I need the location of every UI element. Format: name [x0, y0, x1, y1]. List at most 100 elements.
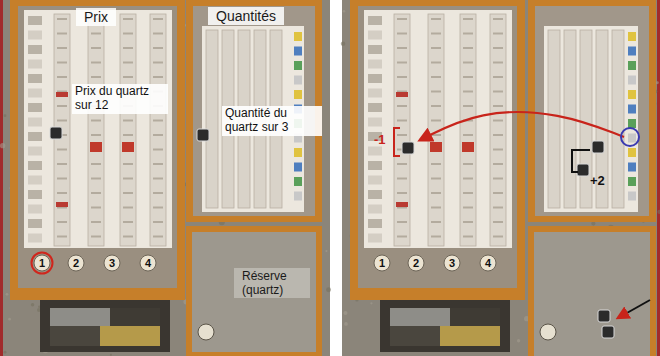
price-tick	[91, 120, 101, 122]
price-tick	[91, 33, 101, 35]
scale-cell	[368, 103, 382, 112]
price-tick	[431, 221, 441, 223]
quantity-column	[206, 30, 218, 208]
price-tick	[493, 163, 503, 165]
price-tick	[123, 221, 133, 223]
price-tick	[153, 33, 163, 35]
board-heading: Quantités	[208, 7, 284, 25]
price-tick	[153, 18, 163, 20]
price-tick	[91, 47, 101, 49]
red-square	[462, 142, 474, 152]
price-tick	[153, 47, 163, 49]
stone-speck	[370, 302, 372, 304]
reserve-frame	[186, 226, 322, 356]
scale-cell	[28, 219, 42, 228]
red-square	[90, 142, 102, 152]
tray-tile	[390, 326, 440, 346]
quantity-colour-cell	[294, 192, 302, 201]
stone-speck	[341, 41, 345, 45]
reserve-icon	[540, 324, 556, 340]
price-tick	[431, 18, 441, 20]
marker-cube	[197, 129, 209, 141]
tray-tile	[100, 326, 160, 346]
column-number: 3	[109, 257, 115, 270]
price-tick	[463, 47, 473, 49]
board-frame	[10, 0, 185, 300]
scale-cell	[368, 118, 382, 127]
quantity-colour-cell	[294, 76, 302, 85]
price-tick	[91, 178, 101, 180]
price-tick	[397, 236, 407, 238]
quantity-colour-cell	[294, 148, 302, 157]
board-frame	[350, 0, 525, 300]
number-disc	[104, 255, 120, 271]
quantity-colour-cell	[628, 76, 636, 85]
price-tick	[397, 192, 407, 194]
quantity-colour-cell	[628, 134, 636, 143]
quantity-colour-cell	[628, 177, 636, 186]
price-tick	[57, 18, 67, 20]
number-disc	[140, 255, 156, 271]
price-tick	[123, 163, 133, 165]
price-tick	[57, 105, 67, 107]
reserve-arrow	[618, 300, 650, 318]
quantity-colour-cell	[628, 148, 636, 157]
price-tick	[493, 134, 503, 136]
number-disc	[408, 255, 424, 271]
number-disc	[68, 255, 84, 271]
scale-cell	[28, 103, 42, 112]
stone-speck	[110, 354, 112, 356]
scale-cell	[28, 118, 42, 127]
price-tick	[57, 236, 67, 238]
price-tick	[493, 62, 503, 64]
price-tick	[397, 221, 407, 223]
price-tick	[57, 163, 67, 165]
price-tick	[463, 178, 473, 180]
price-tick	[153, 207, 163, 209]
stone-speck	[0, 143, 5, 148]
price-tick	[123, 207, 133, 209]
marker-cube	[50, 127, 62, 139]
stone-speck	[344, 322, 348, 326]
price-tick	[153, 62, 163, 64]
board-inner	[18, 6, 177, 288]
scale-panel	[364, 10, 512, 248]
price-tick	[91, 236, 101, 238]
price-tick	[463, 76, 473, 78]
number-disc	[374, 255, 390, 271]
price-tick	[123, 192, 133, 194]
price-tick	[153, 149, 163, 151]
scale-cell	[28, 132, 42, 141]
price-tick	[397, 47, 407, 49]
stone-ground	[0, 0, 330, 356]
price-tick	[493, 105, 503, 107]
quantity-colour-cell	[294, 32, 302, 41]
tray-tile	[390, 308, 450, 326]
edge-strip	[657, 0, 660, 356]
board-frame	[528, 0, 656, 222]
stone-speck	[4, 351, 7, 354]
price-tick	[463, 207, 473, 209]
scale-cell	[368, 74, 382, 83]
number-disc	[444, 255, 460, 271]
price-tick	[431, 47, 441, 49]
scale-cell	[368, 161, 382, 170]
scale-cell	[368, 147, 382, 156]
stone-speck	[31, 303, 34, 306]
price-tick	[397, 62, 407, 64]
price-tick	[397, 105, 407, 107]
red-square	[430, 142, 442, 152]
price-tick	[57, 47, 67, 49]
scale-cell	[28, 161, 42, 170]
price-tick	[493, 76, 503, 78]
price-tick	[431, 207, 441, 209]
scale-cell	[28, 60, 42, 69]
callout-text: Prix du quartz sur 12	[72, 84, 168, 114]
quantity-colour-cell	[294, 163, 302, 172]
price-tick	[431, 76, 441, 78]
marker-cube	[402, 142, 414, 154]
quantity-column	[548, 30, 560, 208]
column-number: 2	[73, 257, 79, 270]
tray-tile	[110, 308, 160, 326]
board-heading: Prix	[76, 8, 116, 26]
